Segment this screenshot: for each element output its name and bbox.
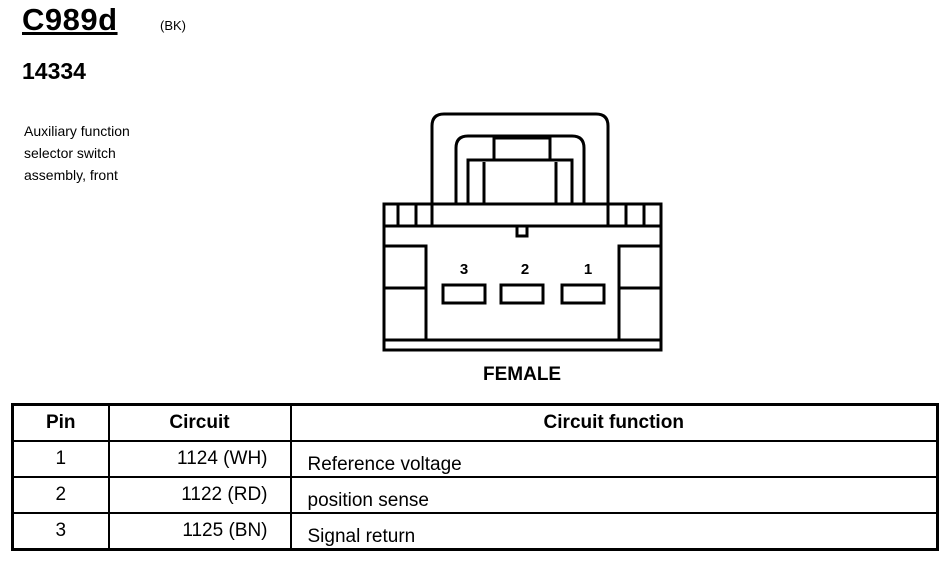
header-circuit: Circuit [107,403,292,442]
side-wall-left [382,244,428,342]
description-line: assembly, front [24,167,118,183]
pin-cavity-3 [441,283,487,305]
pin-number-label: 2 [521,261,529,278]
description-line: selector switch [24,145,116,161]
connector-color-code: (BK) [160,18,186,33]
table-row: 2 1122 (RD) position sense [11,476,939,514]
table-row: 3 1125 (BN) Signal return [11,512,939,551]
cell-circuit: 1125 (BN) [107,512,292,551]
component-description: Auxiliary function selector switch assem… [24,120,184,186]
polarization-key [515,224,529,238]
pin-table: Pin Circuit Circuit function 1 1124 (WH)… [11,403,939,551]
header-pin: Pin [11,403,110,442]
connector-face-drawing: 3 2 1 [382,112,663,352]
pin-cavity-2 [499,283,545,305]
pin-number-label: 3 [460,261,468,278]
cell-circuit: 1122 (RD) [107,476,292,514]
latch-tab [492,136,552,162]
table-header-row: Pin Circuit Circuit function [11,403,939,442]
cell-circuit: 1124 (WH) [107,440,292,478]
pin-number-label: 1 [584,261,592,278]
latch-inner [454,134,586,204]
cell-function: Reference voltage [289,440,939,478]
cell-pin: 1 [11,440,110,478]
cell-pin: 2 [11,476,110,514]
cell-function: position sense [289,476,939,514]
connector-id-title: C989d [22,2,118,37]
header-function: Circuit function [289,403,939,442]
pin-cavity-1 [560,283,606,305]
description-line: Auxiliary function [24,123,130,139]
cell-function: Signal return [289,512,939,551]
part-number: 14334 [22,58,86,84]
connector-gender-label: FEMALE [483,364,562,385]
side-wall-right [617,244,663,342]
latch-outer [430,112,610,204]
cell-pin: 3 [11,512,110,551]
table-row: 1 1124 (WH) Reference voltage [11,440,939,478]
